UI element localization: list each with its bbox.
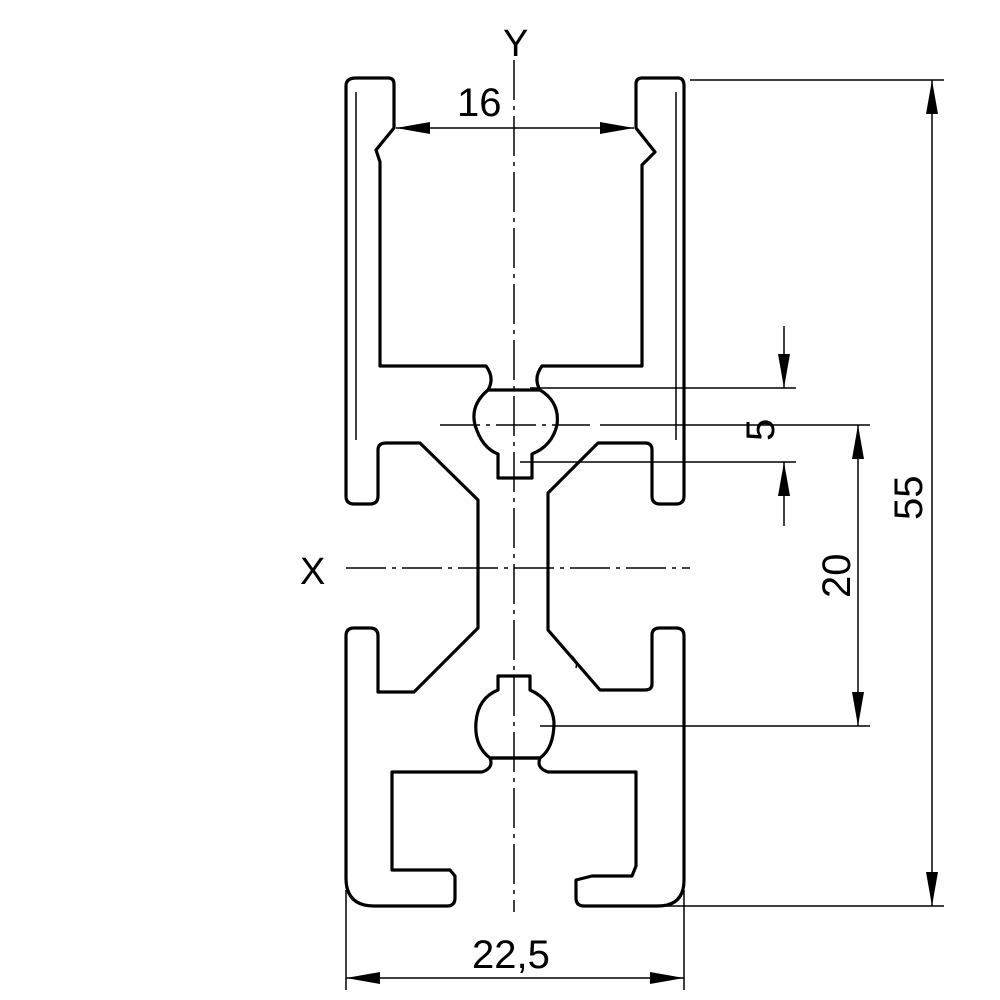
dimension-width: 22,5: [345, 890, 685, 990]
lower-core-bore: [474, 674, 556, 760]
height-value: 55: [887, 476, 931, 521]
dimension-pitch: 20: [540, 424, 870, 727]
pitch-arrow-top: [852, 425, 864, 459]
height-arrow-top: [926, 80, 938, 114]
y-axis-label: Y: [503, 23, 528, 65]
slot-width-arrow-right: [600, 122, 634, 134]
pitch-arrow-bottom: [852, 692, 864, 726]
profile-outer-contour: [344, 76, 686, 908]
bore-arrow-bottom: [778, 462, 790, 496]
profile-outline: [344, 76, 686, 908]
upper-core-bore: [472, 388, 559, 480]
center-lines: [346, 60, 690, 912]
bore-arrow-top: [778, 354, 790, 388]
width-arrow-left: [346, 972, 380, 984]
height-arrow-bottom: [926, 872, 938, 906]
width-value: 22,5: [472, 933, 550, 977]
bore-value: 5: [739, 419, 783, 441]
dimension-bore: 5: [520, 326, 796, 526]
width-arrow-right: [650, 972, 684, 984]
dimension-slot-width: 16: [396, 81, 634, 134]
dimension-height: 55: [666, 79, 944, 907]
pitch-value: 20: [815, 554, 859, 599]
slot-width-arrow-left: [396, 122, 430, 134]
slot-width-value: 16: [457, 81, 502, 125]
web-notch: [571, 655, 578, 669]
x-axis-label: X: [300, 551, 325, 593]
